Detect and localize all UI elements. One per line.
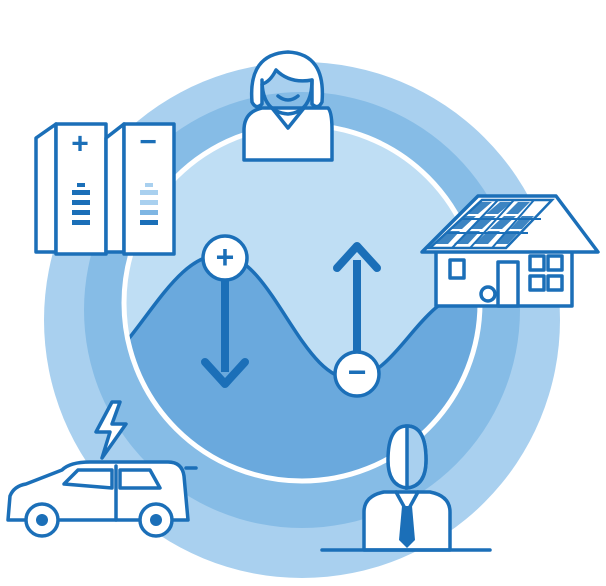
solar-house-icon xyxy=(420,194,600,308)
plus-symbol: + xyxy=(216,239,235,275)
businessman-icon xyxy=(320,424,492,552)
electric-car-icon xyxy=(6,460,198,538)
up-arrow-icon xyxy=(333,242,381,352)
down-arrow-icon xyxy=(201,280,249,388)
woman-avatar-icon xyxy=(242,50,334,162)
battery-minus-symbol: − xyxy=(139,126,157,159)
minus-symbol: − xyxy=(348,354,367,390)
battery-plus-symbol: + xyxy=(71,128,89,161)
lightning-icon xyxy=(94,400,128,460)
minus-node: − xyxy=(333,350,381,398)
plus-node: + xyxy=(201,234,249,282)
battery-icon: + − xyxy=(34,122,176,256)
